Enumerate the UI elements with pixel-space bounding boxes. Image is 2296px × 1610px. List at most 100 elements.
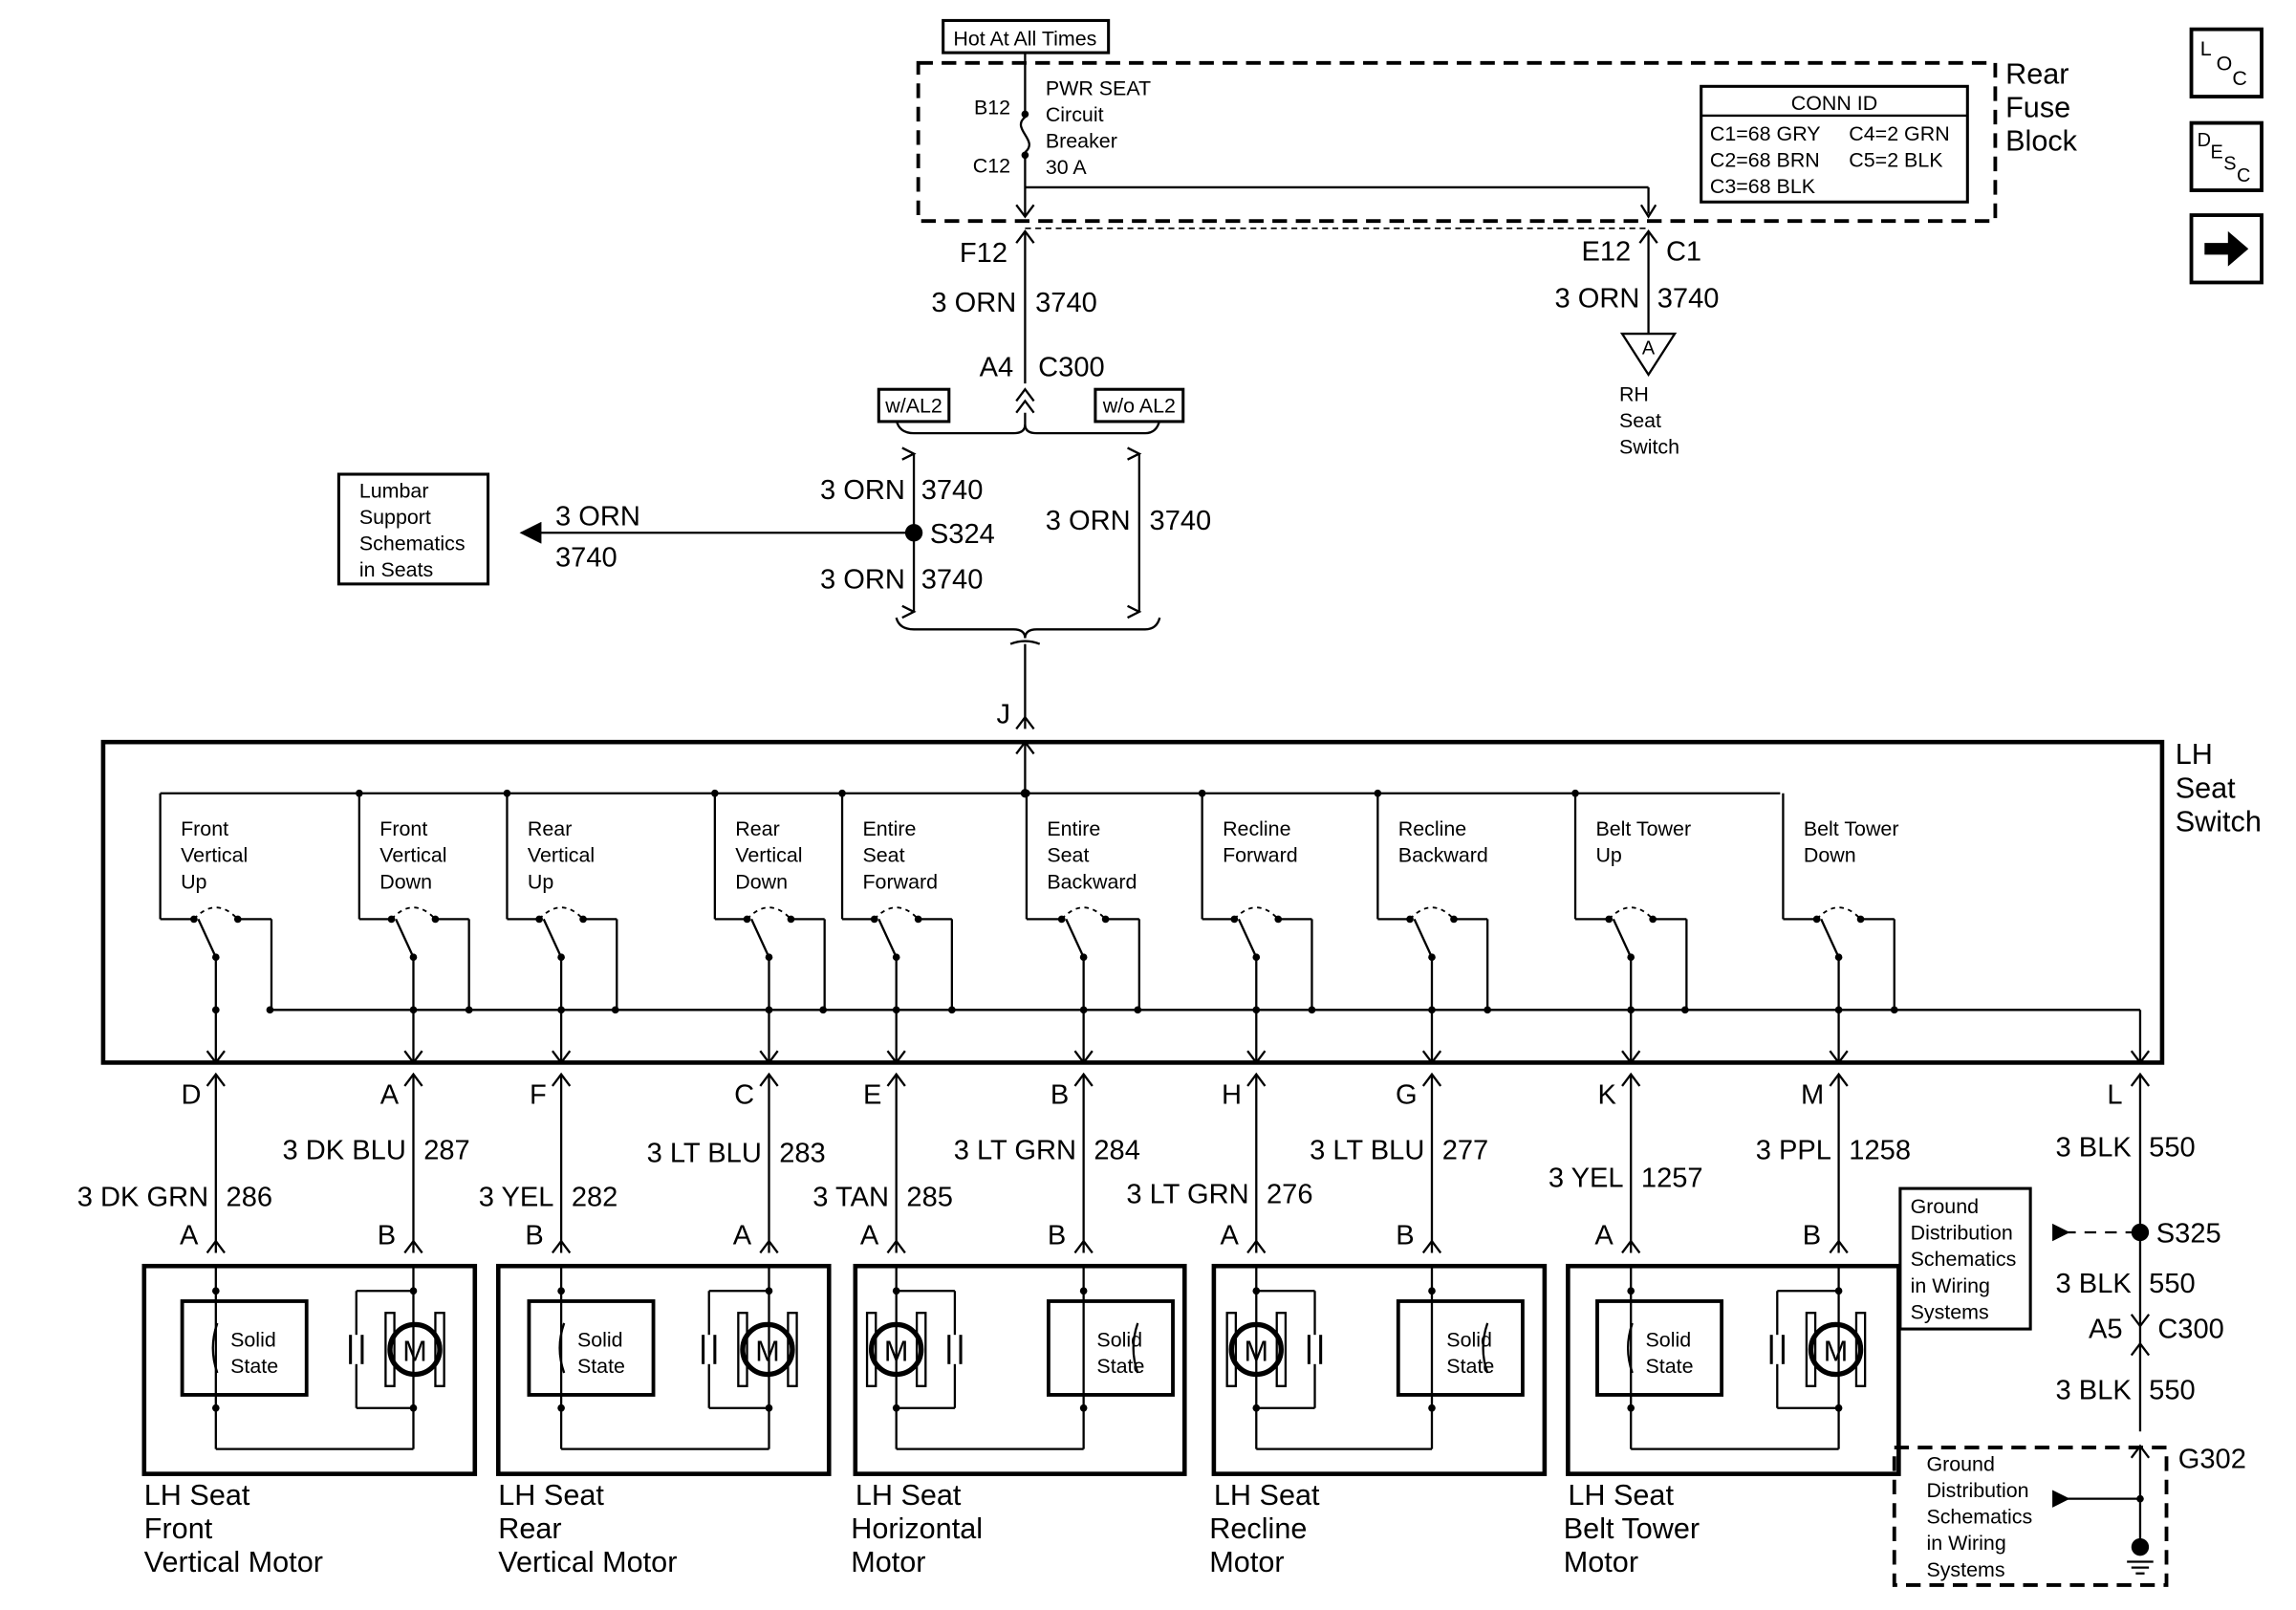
ground-ref-box-upper[interactable] (1898, 1186, 2032, 1331)
switch-label-4-0: Entire (862, 817, 916, 840)
motor-label-4-0: LH Seat (1568, 1479, 1674, 1512)
ground-ref-lower-line-1: Distribution (1926, 1479, 2028, 1502)
arrow-right-icon (2204, 230, 2249, 267)
motor-symbol-icon (740, 1321, 795, 1378)
switch-6 (1201, 793, 1316, 1065)
fuse-title-line-2: Block (2005, 125, 2078, 158)
switch-label-3-0: Rear (735, 817, 779, 840)
hot-label: Hot At All Times (953, 27, 1096, 50)
lumbar-line-3: in Seats (359, 558, 433, 581)
switch-label-0-0: Front (181, 817, 228, 840)
wire-color-9: 3 PPL (1756, 1135, 1831, 1165)
switch-label-7-0: Recline (1398, 817, 1466, 840)
switch-pin-B: B (1051, 1079, 1069, 1110)
lumbar-line-2: Schematics (359, 533, 466, 555)
solid-state-text: Solid (577, 1328, 623, 1351)
c1-label: C1 (1666, 237, 1701, 268)
desc-icon-button[interactable]: D E S C (2189, 120, 2264, 192)
desc-icon (2189, 120, 2264, 192)
solid-state-text-2: State (230, 1355, 278, 1378)
ground-ref-upper-line-3: in Wiring (1911, 1274, 1990, 1297)
circuit-number-6: 276 (1267, 1179, 1313, 1209)
ground-wire-color-1: 3 BLK (2056, 1132, 2133, 1163)
wire-color-6: 3 LT GRN (1126, 1179, 1248, 1209)
switch-label-0-2: Up (181, 870, 206, 893)
motor-box (141, 1263, 478, 1476)
switch-label-6-1: Forward (1223, 844, 1298, 867)
breaker-pin-bottom: C12 (973, 155, 1010, 178)
circuit-number-7: 277 (1442, 1135, 1489, 1165)
switch-group (159, 789, 1898, 1065)
solid-state-text: Solid (1646, 1328, 1692, 1351)
lumbar-line-0: Lumbar (359, 480, 429, 503)
circuit-number-5: 284 (1094, 1135, 1140, 1165)
switch-label-8-0: Belt Tower (1595, 817, 1691, 840)
c300-ground-conn: C300 (2157, 1314, 2224, 1344)
svg-text:D: D (2198, 130, 2211, 151)
switch-label-5-2: Backward (1047, 870, 1137, 893)
no-al2-circuit: 3740 (1150, 506, 1212, 536)
s325-label: S325 (2156, 1219, 2221, 1250)
switch-pin-D: D (182, 1079, 202, 1110)
ground-wire-color-3: 3 BLK (2056, 1376, 2133, 1406)
switch-pin-C: C (734, 1079, 754, 1110)
rear-fuse-block: Hot At All Times B12 C12 PWR SEATCircuit… (916, 18, 2078, 229)
motor-label-3-2: Motor (1209, 1546, 1284, 1578)
switch-pin-K: K (1597, 1079, 1616, 1110)
fuse-block-outline (916, 60, 1998, 224)
svg-text:E: E (2210, 141, 2222, 163)
wire-color-1: 3 DK BLU (283, 1135, 406, 1165)
switch-pin-A: A (380, 1079, 400, 1110)
switch-8 (1573, 793, 1689, 1065)
motor-symbol-label: M (402, 1336, 427, 1368)
s324-lower-color: 3 ORN (820, 564, 905, 595)
option-with-al2: w/AL2 (884, 395, 942, 418)
solid-state-text-2: State (577, 1355, 625, 1378)
e12-wire-color: 3 ORN (1555, 283, 1640, 314)
solid-state-box (1595, 1299, 1724, 1397)
c300-pin: A4 (980, 352, 1014, 382)
motor-pin-0: A (180, 1220, 199, 1251)
ground-ref-upper-line-0: Ground (1911, 1195, 1979, 1218)
switch-label-2-2: Up (528, 870, 553, 893)
ground-ref-upper-line-2: Schematics (1911, 1248, 2017, 1271)
next-page-button[interactable] (2189, 213, 2264, 285)
left-feed-circuit: F12 3 ORN 3740 A4 C300 w/AL2 w/o AL2 3 O… (336, 228, 1212, 729)
lumbar-reference-box[interactable] (336, 472, 490, 586)
switch-label-4-1: Seat (862, 844, 904, 867)
circuit-number-2: 282 (572, 1182, 618, 1212)
circuit-number-3: 283 (779, 1139, 826, 1169)
svg-text:S: S (2223, 154, 2236, 175)
motor-label-0-2: Vertical Motor (144, 1546, 323, 1578)
e12-label: E12 (1581, 237, 1631, 268)
switch-label-8-1: Up (1595, 844, 1621, 867)
seat-switch-title-line-1: Seat (2176, 772, 2236, 804)
f12-label: F12 (960, 238, 1007, 269)
svg-text:L: L (2200, 37, 2212, 60)
ground-symbol-icon (2131, 1537, 2150, 1556)
f12-circuit: 3740 (1035, 288, 1097, 318)
switch-5 (1025, 793, 1142, 1065)
ground-ref-box-lower[interactable] (1892, 1446, 2169, 1587)
loc-icon-button[interactable]: L O C (2189, 27, 2264, 98)
motor-label-0-1: Front (144, 1512, 213, 1545)
ground-ref-lower-line-4: Systems (1926, 1558, 2004, 1581)
motor-label-2-0: LH Seat (856, 1479, 962, 1512)
motor-label-4-1: Belt Tower (1564, 1512, 1700, 1545)
motor-box (1566, 1263, 1901, 1476)
breaker-label-line-0: PWR SEAT (1046, 77, 1151, 100)
motor-label-0-0: LH Seat (144, 1479, 250, 1512)
motor-label-2-1: Horizontal (851, 1512, 983, 1545)
loc-icon (2189, 27, 2264, 98)
option-without-al2: w/o AL2 (1102, 395, 1176, 418)
